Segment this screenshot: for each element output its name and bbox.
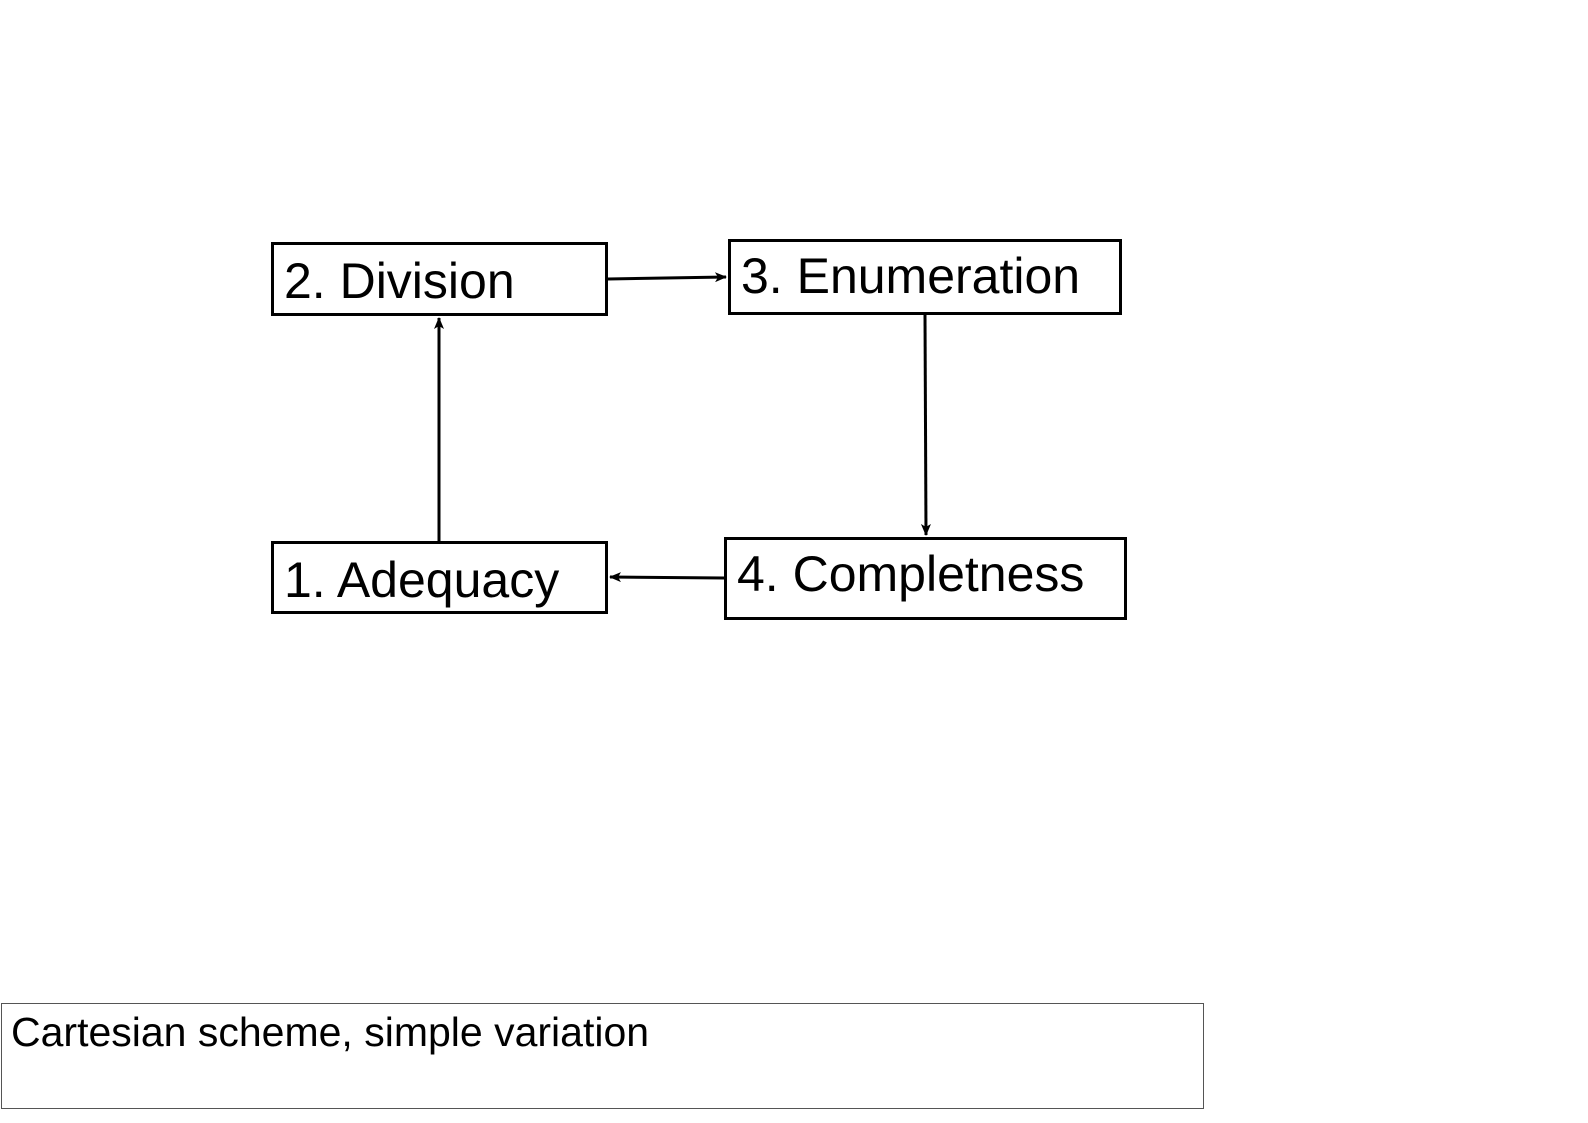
arrow-enumeration-to-completeness bbox=[920, 314, 931, 536]
node-adequacy: 1. Adequacy bbox=[271, 541, 608, 614]
node-division: 2. Division bbox=[271, 242, 608, 316]
arrow-division-to-enumeration bbox=[607, 272, 727, 283]
node-division-label: 2. Division bbox=[284, 253, 515, 309]
arrow-completeness-to-adequacy bbox=[609, 572, 725, 583]
node-enumeration: 3. Enumeration bbox=[728, 239, 1122, 315]
node-enumeration-label: 3. Enumeration bbox=[741, 248, 1081, 304]
node-completeness: 4. Completness bbox=[724, 537, 1127, 620]
caption-box: Cartesian scheme, simple variation bbox=[1, 1003, 1204, 1109]
node-completeness-label: 4. Completness bbox=[737, 546, 1085, 602]
node-adequacy-label: 1. Adequacy bbox=[284, 552, 560, 608]
caption-text: Cartesian scheme, simple variation bbox=[11, 1009, 650, 1055]
